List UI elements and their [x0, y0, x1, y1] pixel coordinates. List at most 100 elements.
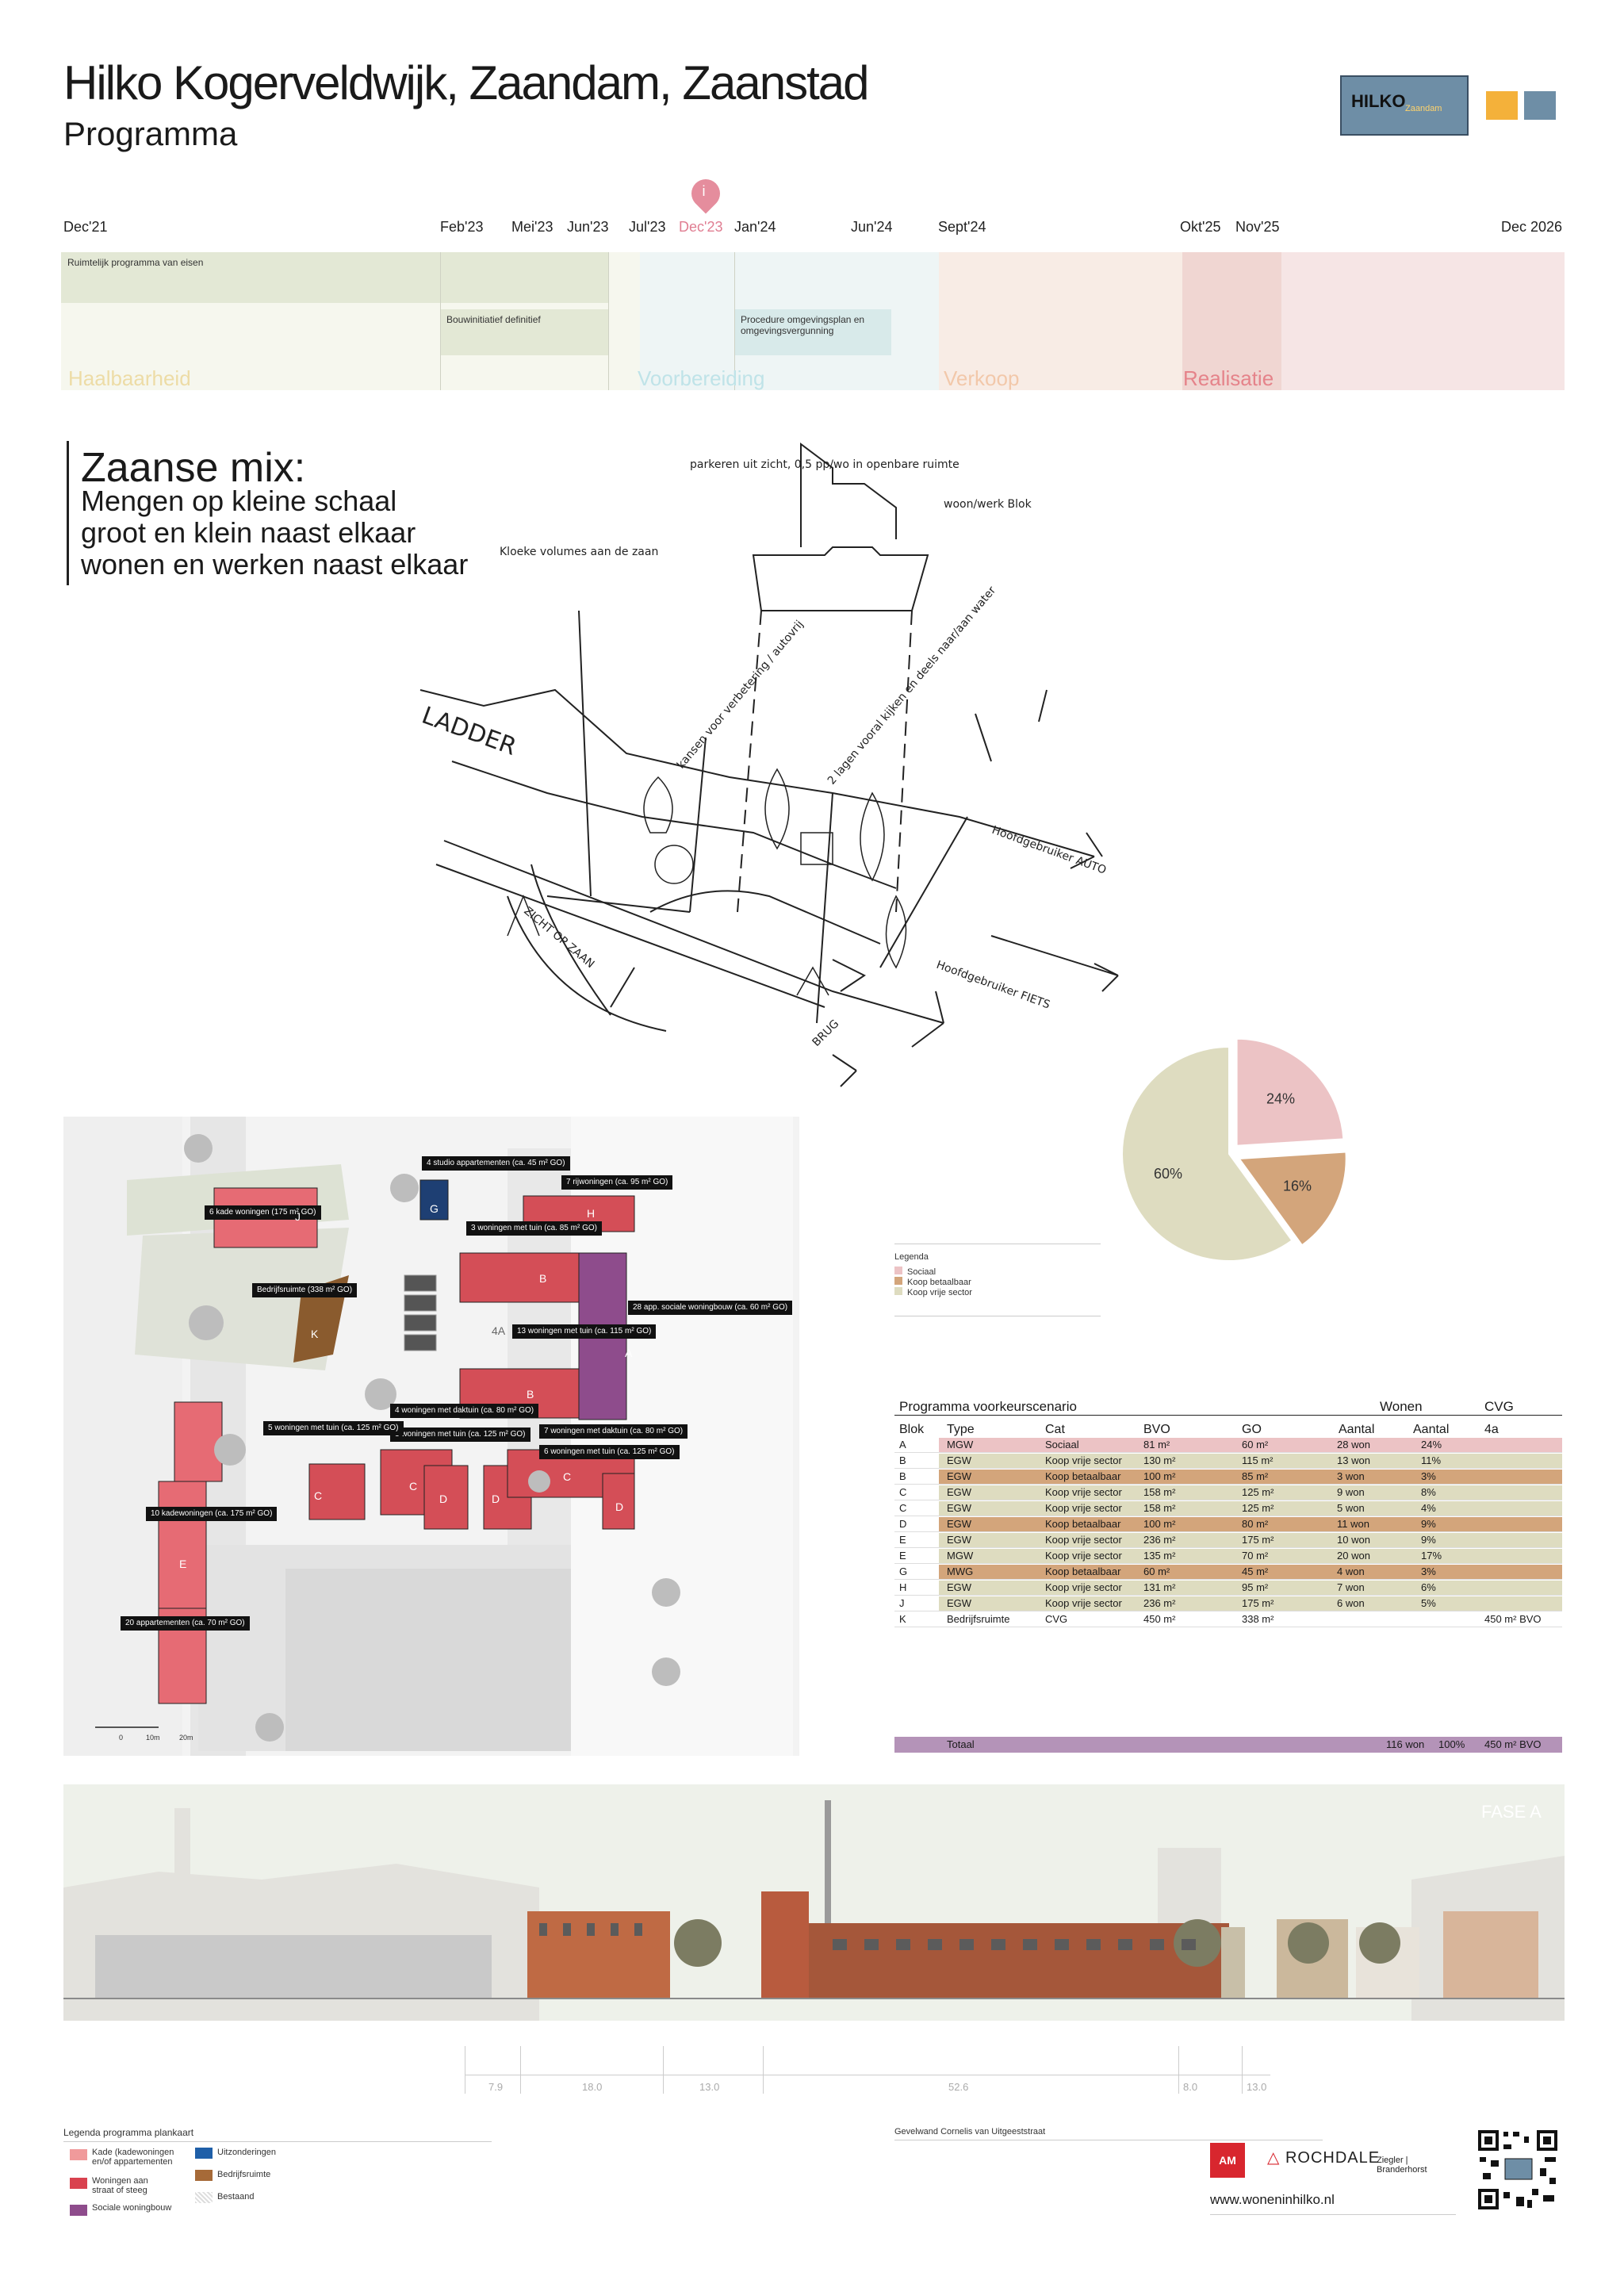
timeline-date: Mei'23 — [511, 219, 553, 235]
pie-slice-label: 24% — [1266, 1091, 1295, 1107]
sketch-note: Hoofdgebruiker FIETS — [935, 959, 1052, 1012]
sketch-note: kansen voor verbetering / autovrij — [675, 618, 806, 771]
sketch-note: Kloeke volumes aan de zaan — [500, 546, 658, 558]
timeline-track: Ruimtelijk programma van eisen Bouwiniti… — [61, 252, 1565, 390]
timeline-date: Dec'21 — [63, 219, 108, 235]
pie-legend-item: Koop betaalbaar — [894, 1277, 1101, 1287]
table-group-cvg: CVG — [1484, 1399, 1514, 1414]
block-label: D — [492, 1493, 500, 1505]
partner-logos: AM △ ROCHDALE Ziegler | Branderhorst — [1210, 2135, 1456, 2206]
timeline-date: Jun'23 — [567, 219, 609, 235]
table-group-wonen: Wonen — [1380, 1399, 1423, 1414]
map-label: 10 kadewoningen (ca. 175 m² GO) — [146, 1507, 278, 1521]
map-label: 6 woningen met tuin (ca. 125 m² GO) — [539, 1445, 680, 1459]
map-label: 6 kade woningen (175 m² GO) — [205, 1205, 321, 1220]
qr-code-icon[interactable] — [1477, 2129, 1559, 2211]
block-label: D — [615, 1500, 624, 1513]
current-date-pin-icon: i — [685, 173, 726, 214]
rochdale-logo: △ ROCHDALE — [1267, 2149, 1381, 2167]
yellow-square — [1486, 91, 1518, 120]
timeline-date-current: Dec'23 — [679, 219, 723, 235]
phase-label: FASE A — [1481, 1802, 1542, 1822]
map-label: 4 woningen met daktuin (ca. 80 m² GO) — [390, 1404, 539, 1418]
pie-chart: 24%16%60% — [1121, 1037, 1347, 1262]
legend-title: Legenda programma plankaart — [63, 2127, 492, 2142]
phase-realisatie: Realisatie — [1183, 366, 1274, 390]
block-label: A — [625, 1347, 633, 1359]
map-label: 7 woningen met daktuin (ca. 80 m² GO) — [539, 1424, 688, 1439]
scale-label: 0 — [119, 1734, 124, 1742]
map-label: 13 woningen met tuin (ca. 115 m² GO) — [512, 1324, 657, 1339]
concept-line: groot en klein naast elkaar — [81, 516, 416, 549]
map-label: 28 app. sociale woningbouw (ca. 60 m² GO… — [628, 1301, 793, 1315]
concept-heading: Zaanse mix: — [81, 445, 306, 491]
block-label: D — [439, 1493, 448, 1505]
sketch-note: ZICHT OP ZAAN — [521, 905, 596, 971]
pie-slice — [1121, 1045, 1293, 1262]
block-label: J — [295, 1210, 301, 1223]
dimension-line: 7.9 18.0 13.0 52.6 8.0 13.0 — [465, 2046, 1270, 2094]
timeline-block-prve: Ruimtelijk programma van eisen — [61, 252, 608, 303]
timeline-date: Feb'23 — [440, 219, 484, 235]
map-label: 20 appartementen (ca. 70 m² GO) — [121, 1616, 250, 1631]
sketch-note: Hoofdgebruiker AUTO — [990, 824, 1108, 877]
blue-square — [1524, 91, 1556, 120]
block-label: C — [314, 1489, 323, 1502]
website-link[interactable]: www.woneninhilko.nl — [1210, 2192, 1456, 2215]
concept-line: wonen en werken naast elkaar — [81, 548, 469, 581]
timeline-date: Jul'23 — [629, 219, 666, 235]
street-elevation: FASE A — [63, 1784, 1565, 2021]
timeline-date: Sept'24 — [938, 219, 986, 235]
block-label: C — [409, 1480, 418, 1493]
pie-legend-title: Legenda — [894, 1252, 929, 1262]
concept-sketch: parkeren uit zicht, 0,5 pp/wo in openbar… — [418, 443, 1119, 1087]
phase-verkoop: Verkoop — [944, 366, 1020, 390]
table-total-row: Totaal 116 won 100% 450 m² BVO — [894, 1737, 1562, 1753]
sketch-note: woon/werk Blok — [944, 498, 1032, 511]
scale-label: 10m — [146, 1734, 160, 1742]
map-label: 3 woningen met tuin (ca. 85 m² GO) — [466, 1221, 602, 1236]
block-label: H — [587, 1207, 596, 1220]
pie-legend: Legenda Sociaal Koop betaalbaar Koop vri… — [894, 1244, 1101, 1316]
timeline-date: Okt'25 — [1180, 219, 1221, 235]
block-label: E — [179, 1558, 187, 1570]
phase-voorbereiding: Voorbereiding — [638, 366, 765, 390]
map-label: 7 rijwoningen (ca. 95 m² GO) — [561, 1175, 673, 1190]
sketch-note: parkeren uit zicht, 0,5 pp/wo in openbar… — [690, 458, 959, 471]
elevation-caption: Gevelwand Cornelis van Uitgeeststraat — [894, 2127, 1323, 2140]
block-label: B — [527, 1388, 534, 1401]
pie-slice — [1235, 1037, 1345, 1147]
sketch-note: BRUG — [810, 1017, 842, 1049]
ziegler-logo: Ziegler | Branderhorst — [1377, 2156, 1427, 2175]
pie-legend-item: Koop vrije sector — [894, 1287, 1101, 1297]
block-label: K — [311, 1328, 319, 1340]
timeline-date: Nov'25 — [1235, 219, 1280, 235]
pie-slice-label: 16% — [1283, 1178, 1312, 1194]
table-title: Programma voorkeurscenario — [899, 1399, 1077, 1414]
map-label: 4 studio appartementen (ca. 45 m² GO) — [422, 1156, 570, 1171]
timeline-block-procedure: Procedure omgevingsplan en omgevingsverg… — [734, 309, 891, 355]
hilko-logo: HILKO Zaandam — [1340, 75, 1469, 136]
block-label: 4A — [492, 1324, 506, 1337]
map-label: Bedrijfsruimte (338 m² GO) — [252, 1283, 358, 1297]
site-plan: 4 studio appartementen (ca. 45 m² GO) 7 … — [63, 1117, 799, 1756]
timeline-block-bouwinitiatief: Bouwinitiatief definitief — [440, 309, 608, 355]
map-label: 3 woningen met tuin (ca. 125 m² GO) — [390, 1428, 530, 1442]
phase-haalbaarheid: Haalbaarheid — [68, 366, 191, 390]
timeline-date: Dec 2026 — [1501, 219, 1563, 235]
block-label: B — [539, 1272, 547, 1285]
table-header-row: Blok Type Cat BVO GO Aantal Aantal 4a — [899, 1423, 1499, 1436]
pie-legend-item: Sociaal — [894, 1267, 1101, 1277]
concept-line: Mengen op kleine schaal — [81, 485, 397, 517]
pie-slice — [1237, 1151, 1347, 1247]
